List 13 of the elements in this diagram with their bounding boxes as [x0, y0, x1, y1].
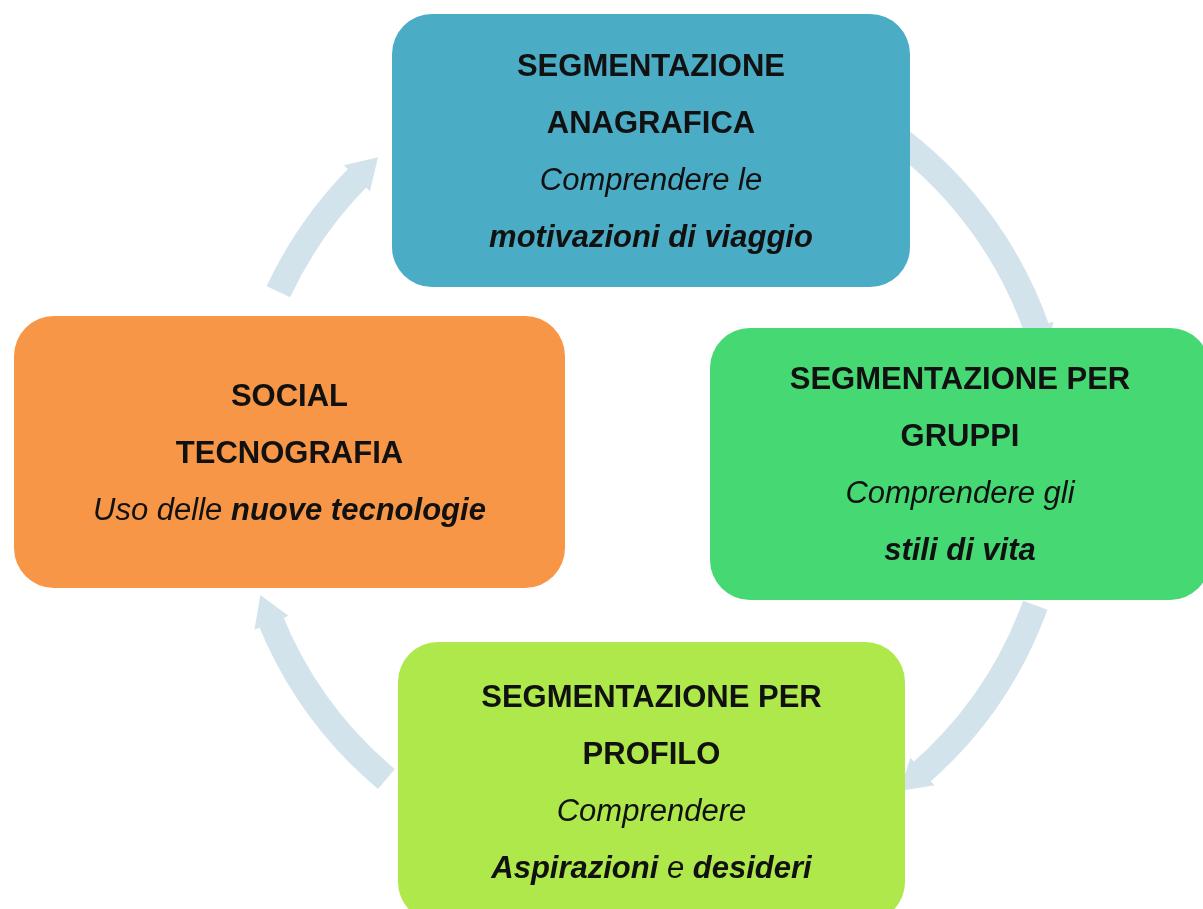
box-heading: SEGMENTAZIONE ANAGRAFICA [515, 46, 787, 142]
box-description: Comprendere le motivazioni di viaggio [488, 160, 814, 256]
box-heading: SEGMENTAZIONE PER PROFILO [480, 678, 823, 773]
box-description: Uso delle nuove tecnologie [93, 490, 486, 529]
box-heading: SEGMENTAZIONE PER GRUPPI [788, 360, 1132, 455]
box-description: Comprendere Aspirazioni e desideri [490, 792, 813, 887]
cycle-arrow [266, 156, 378, 298]
process-box [710, 328, 1203, 600]
cycle-arrow [255, 595, 396, 789]
process-box [392, 14, 910, 287]
process-box [14, 316, 565, 588]
box-description: Comprendere gli stili di vita [844, 474, 1077, 569]
process-box [398, 642, 905, 909]
